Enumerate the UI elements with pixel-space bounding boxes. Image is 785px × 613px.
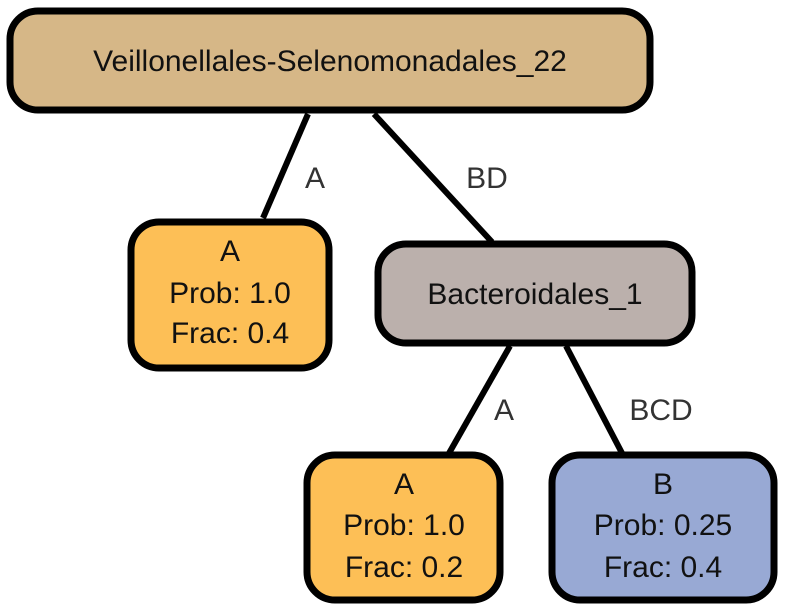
edge-bacteroidales-to-leaf2: [445, 344, 513, 457]
node-leaf1-box: [127, 218, 333, 372]
node-leaf3: B Prob: 0.25 Frac: 0.4: [548, 451, 778, 604]
node-leaf2: A Prob: 1.0 Frac: 0.2: [303, 451, 504, 604]
node-leaf3-prob: Prob: 0.25: [594, 509, 732, 542]
node-root: Veillonellales-Selenomonadales_22: [6, 7, 654, 114]
node-leaf2-box: [303, 451, 504, 604]
node-root-label: Veillonellales-Selenomonadales_22: [93, 45, 567, 78]
node-bacteroidales: Bacteroidales_1: [374, 240, 696, 347]
edge-label-root-leaf1: A: [305, 162, 325, 195]
node-leaf2-frac: Frac: 0.2: [345, 551, 463, 584]
edge-label-bacteroidales-leaf3: BCD: [629, 394, 692, 427]
node-leaf3-class: B: [653, 468, 673, 501]
node-leaf1-class: A: [220, 235, 240, 268]
node-leaf1-frac: Frac: 0.4: [171, 317, 289, 350]
node-leaf1: A Prob: 1.0 Frac: 0.4: [127, 218, 333, 372]
node-leaf2-prob: Prob: 1.0: [343, 509, 465, 542]
edge-label-bacteroidales-leaf2: A: [494, 394, 514, 427]
edge-bacteroidales-to-leaf3: [563, 344, 626, 457]
node-leaf3-frac: Frac: 0.4: [604, 551, 722, 584]
node-leaf3-box: [548, 451, 778, 604]
edge-root-to-bacteroidales: [371, 111, 495, 245]
edge-root-to-leaf1: [260, 112, 311, 220]
node-root-box: [6, 7, 654, 114]
node-leaf1-prob: Prob: 1.0: [169, 277, 291, 310]
node-bacteroidales-label: Bacteroidales_1: [427, 278, 642, 311]
node-leaf2-class: A: [394, 468, 414, 501]
edge-label-root-bacteroidales: BD: [466, 162, 508, 195]
node-bacteroidales-box: [374, 240, 696, 347]
